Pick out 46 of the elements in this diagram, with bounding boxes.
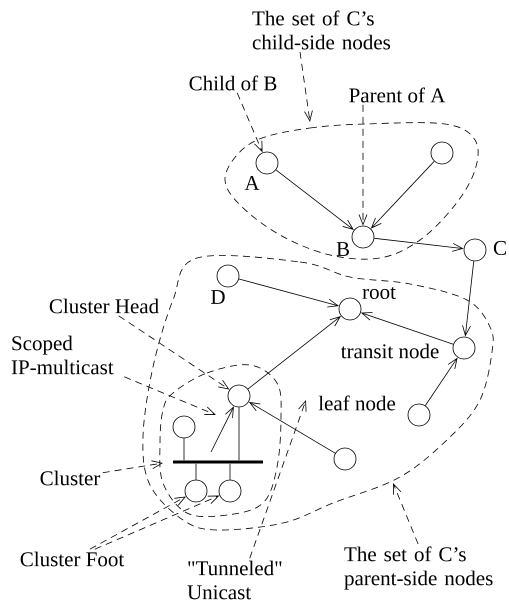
node-circle	[184, 480, 208, 502]
node-circle	[172, 416, 196, 438]
leader-line	[102, 460, 163, 474]
arrow	[238, 278, 339, 308]
annotation-label: Parent of A	[349, 88, 446, 102]
annotation-label: Child of B	[190, 76, 276, 90]
leader-line	[393, 483, 418, 544]
dashed-region	[224, 122, 479, 260]
dashed-region	[159, 364, 282, 518]
leader-line	[358, 104, 368, 226]
leader-line	[236, 92, 263, 152]
arrow	[248, 402, 336, 454]
node-label: B	[336, 242, 349, 256]
node-label: leaf node	[318, 396, 396, 410]
leader-line	[300, 52, 313, 122]
annotation-label: Scoped IP-multicast	[12, 336, 114, 374]
node-label: root	[362, 286, 396, 299]
leader-line	[89, 496, 186, 550]
node-circle	[430, 142, 454, 164]
node-label: transit node	[340, 344, 439, 358]
arrow	[374, 238, 464, 252]
annotation-label: Cluster Head	[50, 298, 159, 314]
bus-line	[173, 460, 263, 464]
arrow	[370, 160, 435, 229]
annotation-label: The set of C’s child-side nodes	[252, 10, 390, 50]
leader-line	[124, 376, 216, 415]
annotation-label: "Tunneled" Unicast	[187, 560, 282, 600]
leader-line	[118, 315, 230, 390]
leader-line	[249, 400, 306, 559]
annotation-label: The set of C’s parent-side nodes	[344, 546, 493, 590]
arrow	[360, 312, 454, 345]
node-circle	[218, 480, 242, 502]
connector-line	[238, 407, 240, 460]
node-circle	[334, 448, 356, 470]
arrow	[424, 357, 458, 406]
leader-line	[94, 496, 220, 550]
arrow	[462, 260, 474, 337]
annotation-label: Cluster	[40, 470, 100, 486]
node-circle	[228, 384, 250, 408]
annotation-label: Cluster Foot	[20, 552, 124, 566]
node-label: D	[211, 290, 225, 304]
arrow	[248, 316, 342, 390]
node-label: A	[244, 176, 260, 190]
node-label: C	[494, 240, 506, 256]
arrow	[210, 406, 234, 452]
arrow	[276, 170, 354, 230]
